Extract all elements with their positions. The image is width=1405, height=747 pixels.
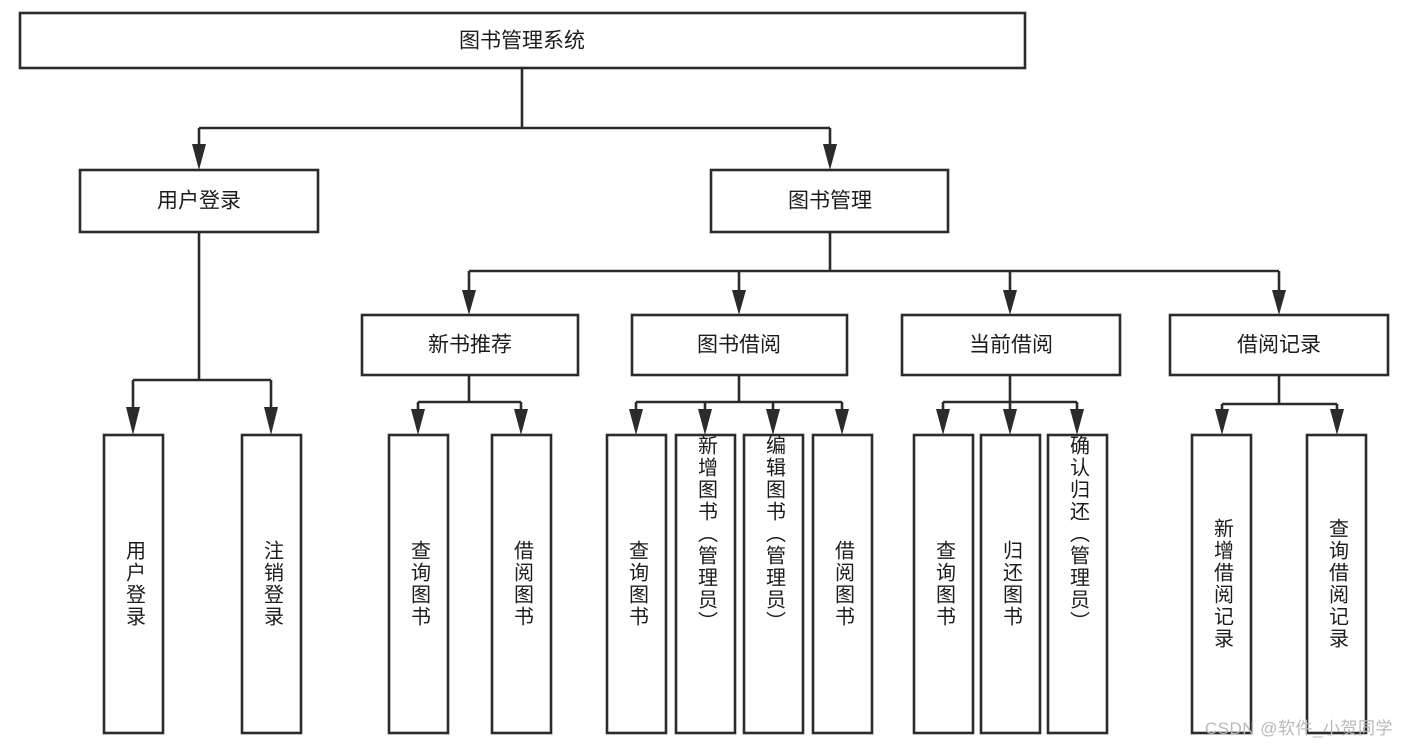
node-leaf3-box[interactable] xyxy=(387,433,450,735)
node-leaf8-box[interactable] xyxy=(811,433,874,735)
node-root-label: 图书管理系统 xyxy=(459,30,585,53)
node-newbook[interactable]: 新书推荐 xyxy=(360,313,580,377)
node-leaf11-box[interactable] xyxy=(1046,433,1109,735)
arrow-head-leaf6 xyxy=(698,409,712,435)
node-login[interactable]: 用户登录 xyxy=(78,168,320,234)
node-current-label: 当前借阅 xyxy=(969,334,1053,357)
node-root[interactable]: 图书管理系统 xyxy=(18,11,1027,70)
connector-group-newbook xyxy=(411,375,528,435)
node-record-box[interactable] xyxy=(1168,313,1390,377)
node-record[interactable]: 借阅记录 xyxy=(1168,313,1390,377)
connector-group-bookmgmt xyxy=(462,232,1286,315)
watermark-text: CSDN @软件_小贺同学 xyxy=(1204,719,1393,738)
node-leaf9-box[interactable] xyxy=(912,433,975,735)
arrow-head-leaf7 xyxy=(766,409,780,435)
arrow-head-login xyxy=(192,144,206,170)
arrow-head-leaf9 xyxy=(936,409,950,435)
arrow-head-leaf2 xyxy=(264,407,278,435)
node-borrow[interactable]: 图书借阅 xyxy=(630,313,849,377)
node-borrow-box[interactable] xyxy=(630,313,849,377)
arrow-head-leaf13 xyxy=(1330,409,1344,435)
arrow-head-current xyxy=(1003,290,1017,315)
node-newbook-label: 新书推荐 xyxy=(428,334,512,357)
node-login-box[interactable] xyxy=(78,168,320,234)
node-current-box[interactable] xyxy=(900,313,1122,377)
arrow-head-bookmgmt xyxy=(823,144,837,170)
node-root-box[interactable] xyxy=(18,11,1027,70)
connector-group-root xyxy=(192,68,837,170)
arrow-head-leaf11 xyxy=(1070,409,1084,435)
node-leaf5-box[interactable] xyxy=(605,433,668,735)
node-leaf12-box[interactable] xyxy=(1190,433,1253,735)
arrow-head-record xyxy=(1272,290,1286,315)
arrow-head-leaf12 xyxy=(1215,409,1229,435)
arrow-head-leaf1 xyxy=(126,407,140,435)
node-leaf13-box[interactable] xyxy=(1305,433,1368,735)
arrow-head-leaf4 xyxy=(514,409,528,435)
arrow-head-borrow xyxy=(732,290,746,315)
connector-group-borrow xyxy=(629,375,849,435)
node-leaf7-box[interactable] xyxy=(742,433,805,735)
node-leaf4-box[interactable] xyxy=(490,433,553,735)
connector-group-record xyxy=(1215,375,1344,435)
node-leaf2-box[interactable] xyxy=(240,433,303,735)
arrow-head-leaf5 xyxy=(629,409,643,435)
arrow-head-newbook xyxy=(462,290,476,315)
node-bookmgmt-label: 图书管理 xyxy=(788,190,872,213)
node-bookmgmt-box[interactable] xyxy=(709,168,950,234)
node-record-label: 借阅记录 xyxy=(1237,334,1321,357)
node-login-label: 用户登录 xyxy=(157,190,241,213)
node-leaf1-box[interactable] xyxy=(102,433,165,735)
connector-group-login xyxy=(126,232,278,435)
node-borrow-label: 图书借阅 xyxy=(697,334,781,357)
node-current[interactable]: 当前借阅 xyxy=(900,313,1122,377)
node-leaf6-box[interactable] xyxy=(674,433,737,735)
connector-group-current xyxy=(936,375,1084,435)
arrow-head-leaf8 xyxy=(835,409,849,435)
node-newbook-box[interactable] xyxy=(360,313,580,377)
arrow-head-leaf10 xyxy=(1003,409,1017,435)
node-bookmgmt[interactable]: 图书管理 xyxy=(709,168,950,234)
arrow-head-leaf3 xyxy=(411,409,425,435)
node-leaf10-box[interactable] xyxy=(979,433,1042,735)
